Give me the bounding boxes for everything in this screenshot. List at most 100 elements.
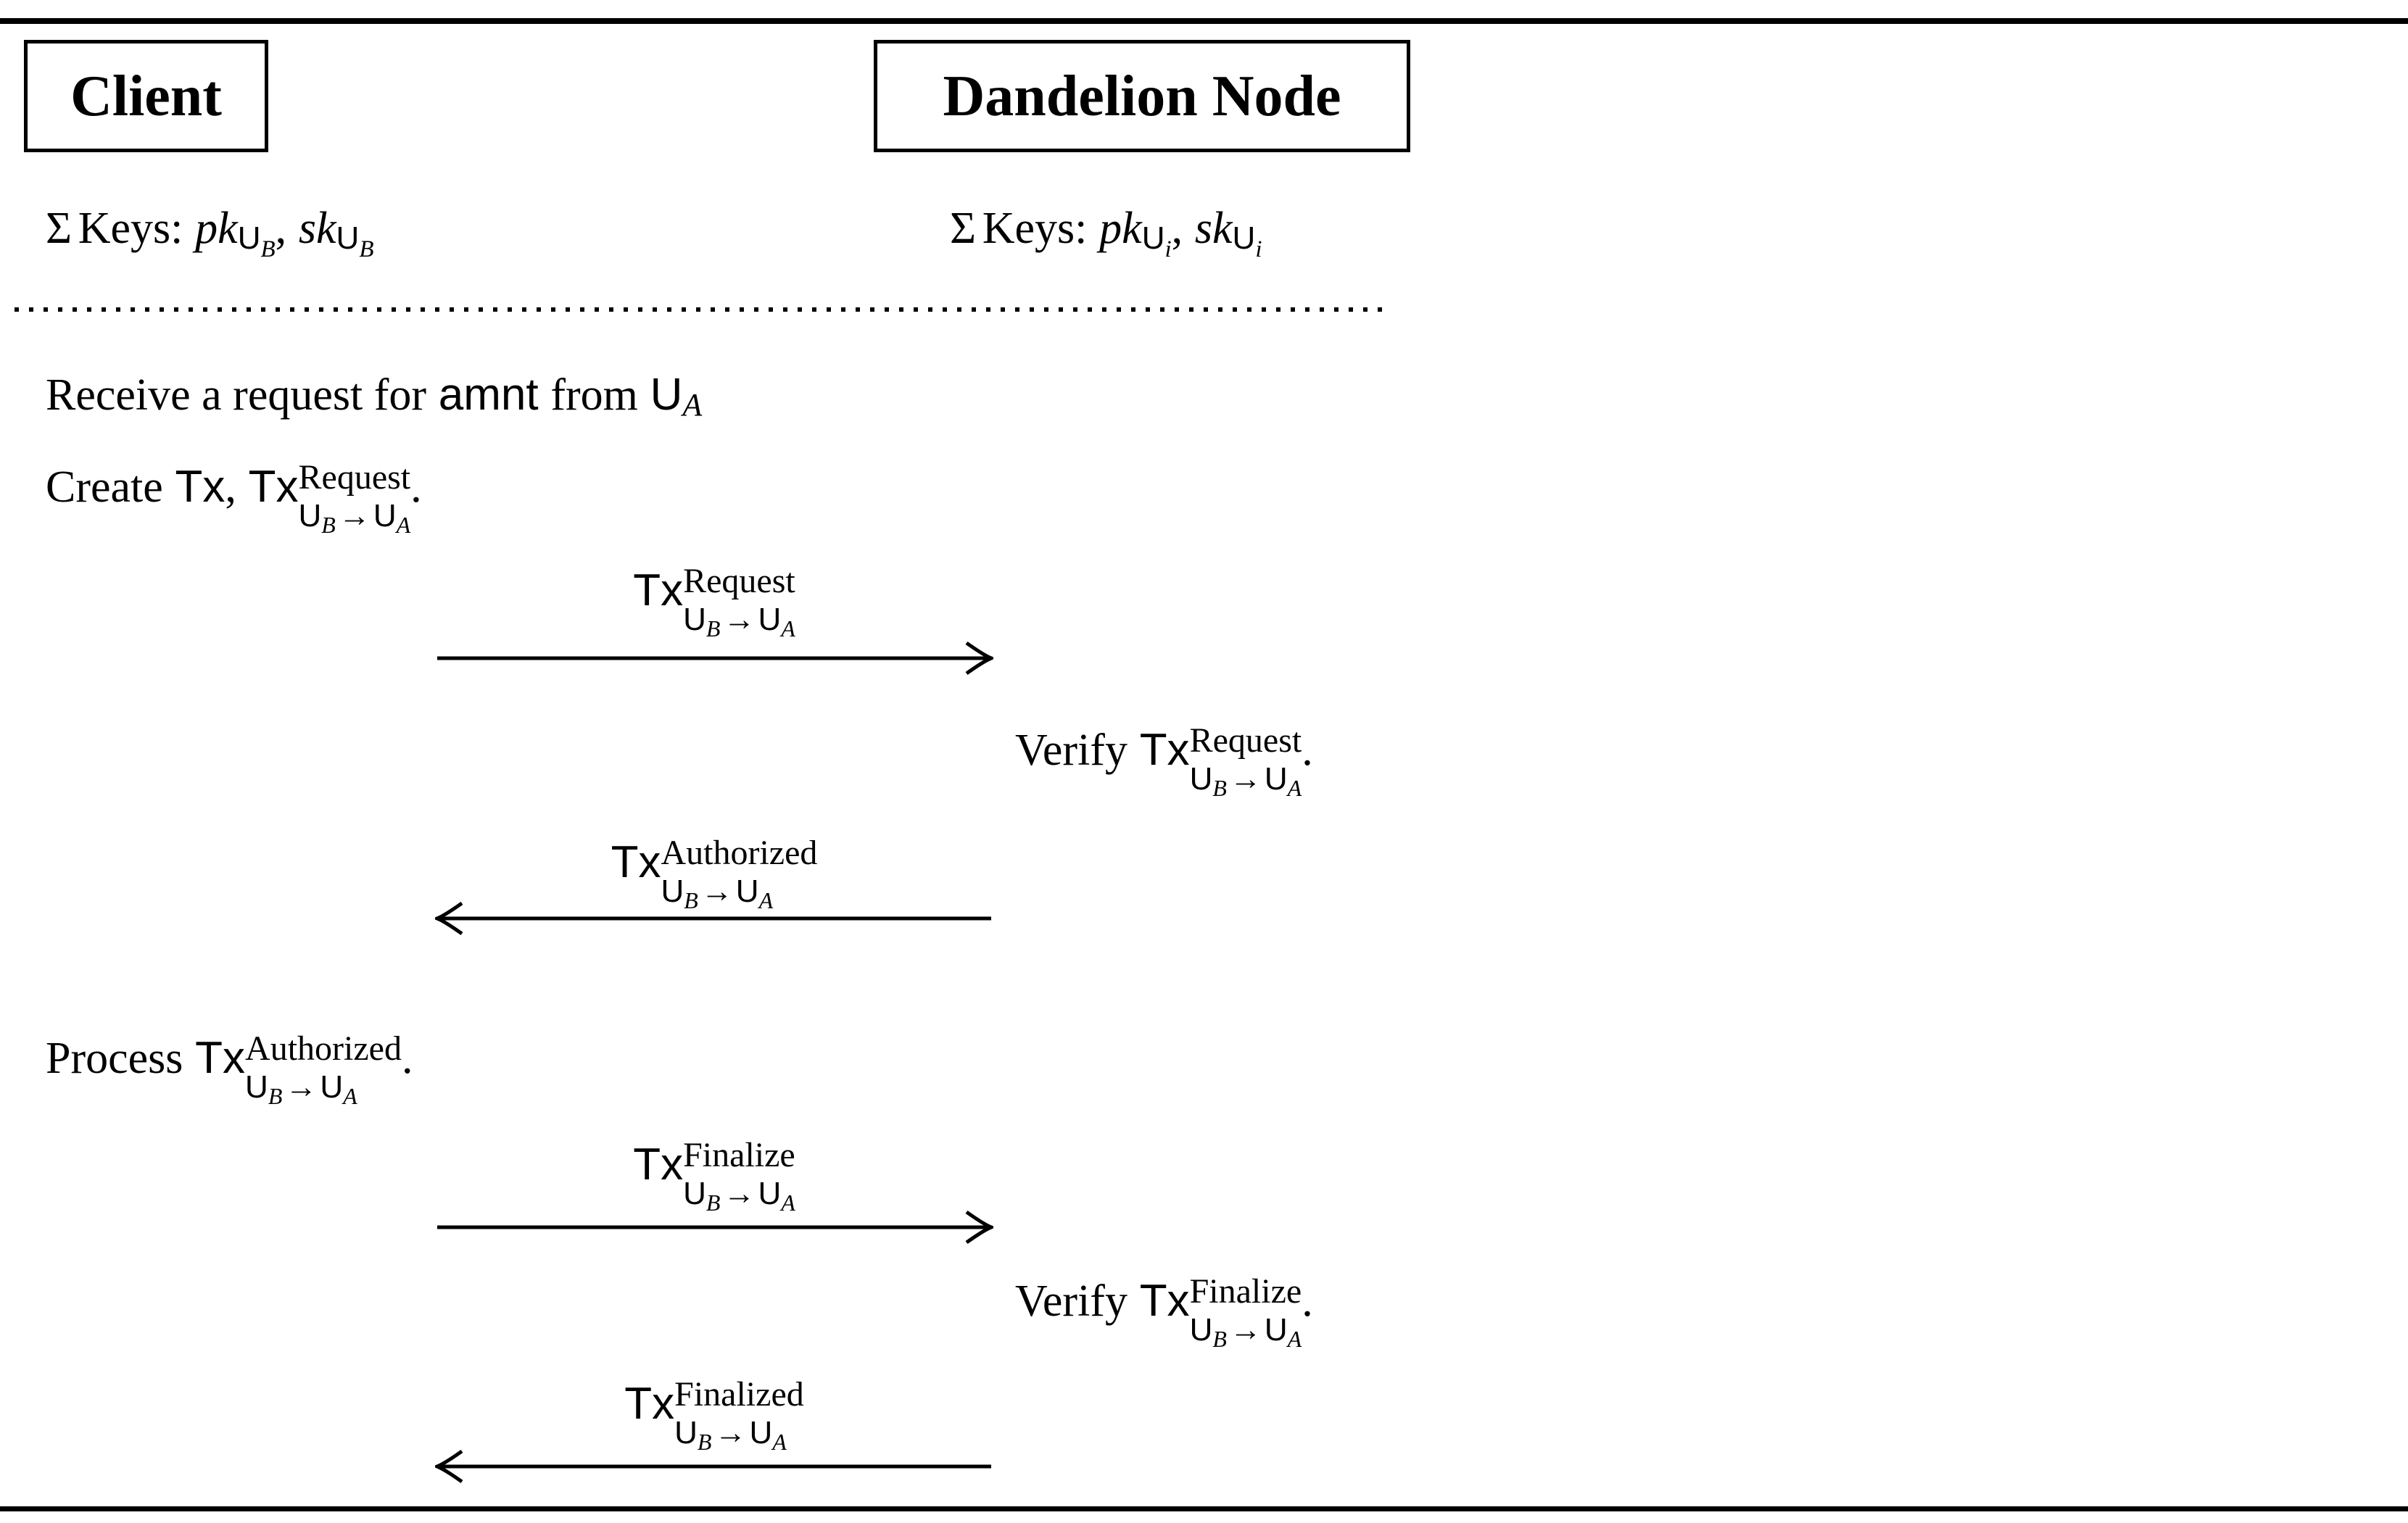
route-from-index: B <box>1212 1325 1227 1352</box>
tx-superscript: Request <box>1189 721 1302 760</box>
route-to-index: A <box>781 615 795 642</box>
tx-superscript: Authorized <box>245 1029 402 1068</box>
route-from: U <box>245 1068 268 1105</box>
tx-superscript: Finalized <box>674 1374 804 1414</box>
owner-index: B <box>359 236 374 262</box>
period: . <box>410 462 422 512</box>
route-from-index: B <box>268 1082 283 1109</box>
right-arrow-glyph: → <box>723 601 756 637</box>
arrow-left-icon <box>435 1449 991 1484</box>
route-to-index: A <box>1287 1325 1302 1352</box>
route-to-index: A <box>343 1082 357 1109</box>
note-text: from <box>550 370 638 420</box>
node-title: Dandelion Node <box>943 64 1341 128</box>
right-arrow-glyph: → <box>285 1068 318 1105</box>
sigma-symbol: Σ <box>950 204 977 253</box>
route-from-index: B <box>706 615 721 642</box>
route-from: U <box>661 873 684 909</box>
route-to-index: A <box>781 1189 795 1216</box>
route-to-index: A <box>772 1428 787 1455</box>
route-to-index: A <box>758 887 774 913</box>
route-from: U <box>1189 1311 1213 1348</box>
route-to: U <box>735 873 759 909</box>
route-from: U <box>683 1175 706 1211</box>
verb: Verify <box>1015 1277 1128 1326</box>
route-from-index: B <box>1212 774 1227 801</box>
client-title: Client <box>70 64 222 128</box>
route-to: U <box>1264 1311 1288 1348</box>
message-arrow-authorized <box>435 897 993 940</box>
arrow-right-icon <box>437 1210 993 1245</box>
node-box: Dandelion Node <box>874 40 1410 152</box>
right-arrow-glyph: → <box>700 873 733 909</box>
route-from-index: B <box>697 1428 712 1455</box>
tx-superscript: Finalize <box>1189 1271 1302 1311</box>
right-arrow-glyph: → <box>714 1414 747 1451</box>
note-text: Receive a request for <box>46 370 427 420</box>
owner-index: i <box>1255 236 1262 262</box>
owner-u: U <box>237 220 261 256</box>
keys-label: Keys: <box>78 204 183 253</box>
setup-separator-dotted-line <box>15 307 1392 312</box>
verb: Process <box>46 1034 183 1083</box>
owner-u: U <box>1141 220 1165 256</box>
right-arrow-glyph: → <box>1229 760 1262 797</box>
keys-label: Keys: <box>982 204 1088 253</box>
sk-symbol: sk <box>1194 204 1233 253</box>
pk-symbol: pk <box>195 204 238 253</box>
tx-superscript: Finalize <box>683 1135 795 1174</box>
tx-main: Tx <box>633 565 684 615</box>
route-to: U <box>758 1175 782 1211</box>
client-box: Client <box>24 40 268 152</box>
route-from: U <box>298 497 322 534</box>
sigma-symbol: Σ <box>46 204 73 253</box>
route-to: U <box>320 1068 344 1105</box>
owner-u: U <box>1232 220 1256 256</box>
message-arrow-request <box>435 636 993 680</box>
amount-symbol: amnt <box>438 370 539 420</box>
owner-index: B <box>260 236 276 262</box>
tx-main: Tx <box>248 462 299 512</box>
route-to: U <box>749 1414 773 1451</box>
route-to: U <box>758 601 782 637</box>
comma: , <box>1171 204 1183 253</box>
tx-main: Tx <box>624 1379 675 1429</box>
tx-main: Tx <box>1139 1276 1190 1326</box>
route-to: U <box>1264 760 1288 797</box>
top-rule <box>0 18 2408 24</box>
route-from: U <box>1189 760 1213 797</box>
owner-index: i <box>1164 236 1172 262</box>
tx-main: Tx <box>633 1140 684 1190</box>
period: . <box>401 1034 413 1083</box>
tx-superscript: Request <box>298 457 411 497</box>
arrow-right-icon <box>437 641 993 676</box>
pk-symbol: pk <box>1099 204 1142 253</box>
tx-superscript: Authorized <box>661 833 818 872</box>
verb: Create <box>46 462 163 512</box>
